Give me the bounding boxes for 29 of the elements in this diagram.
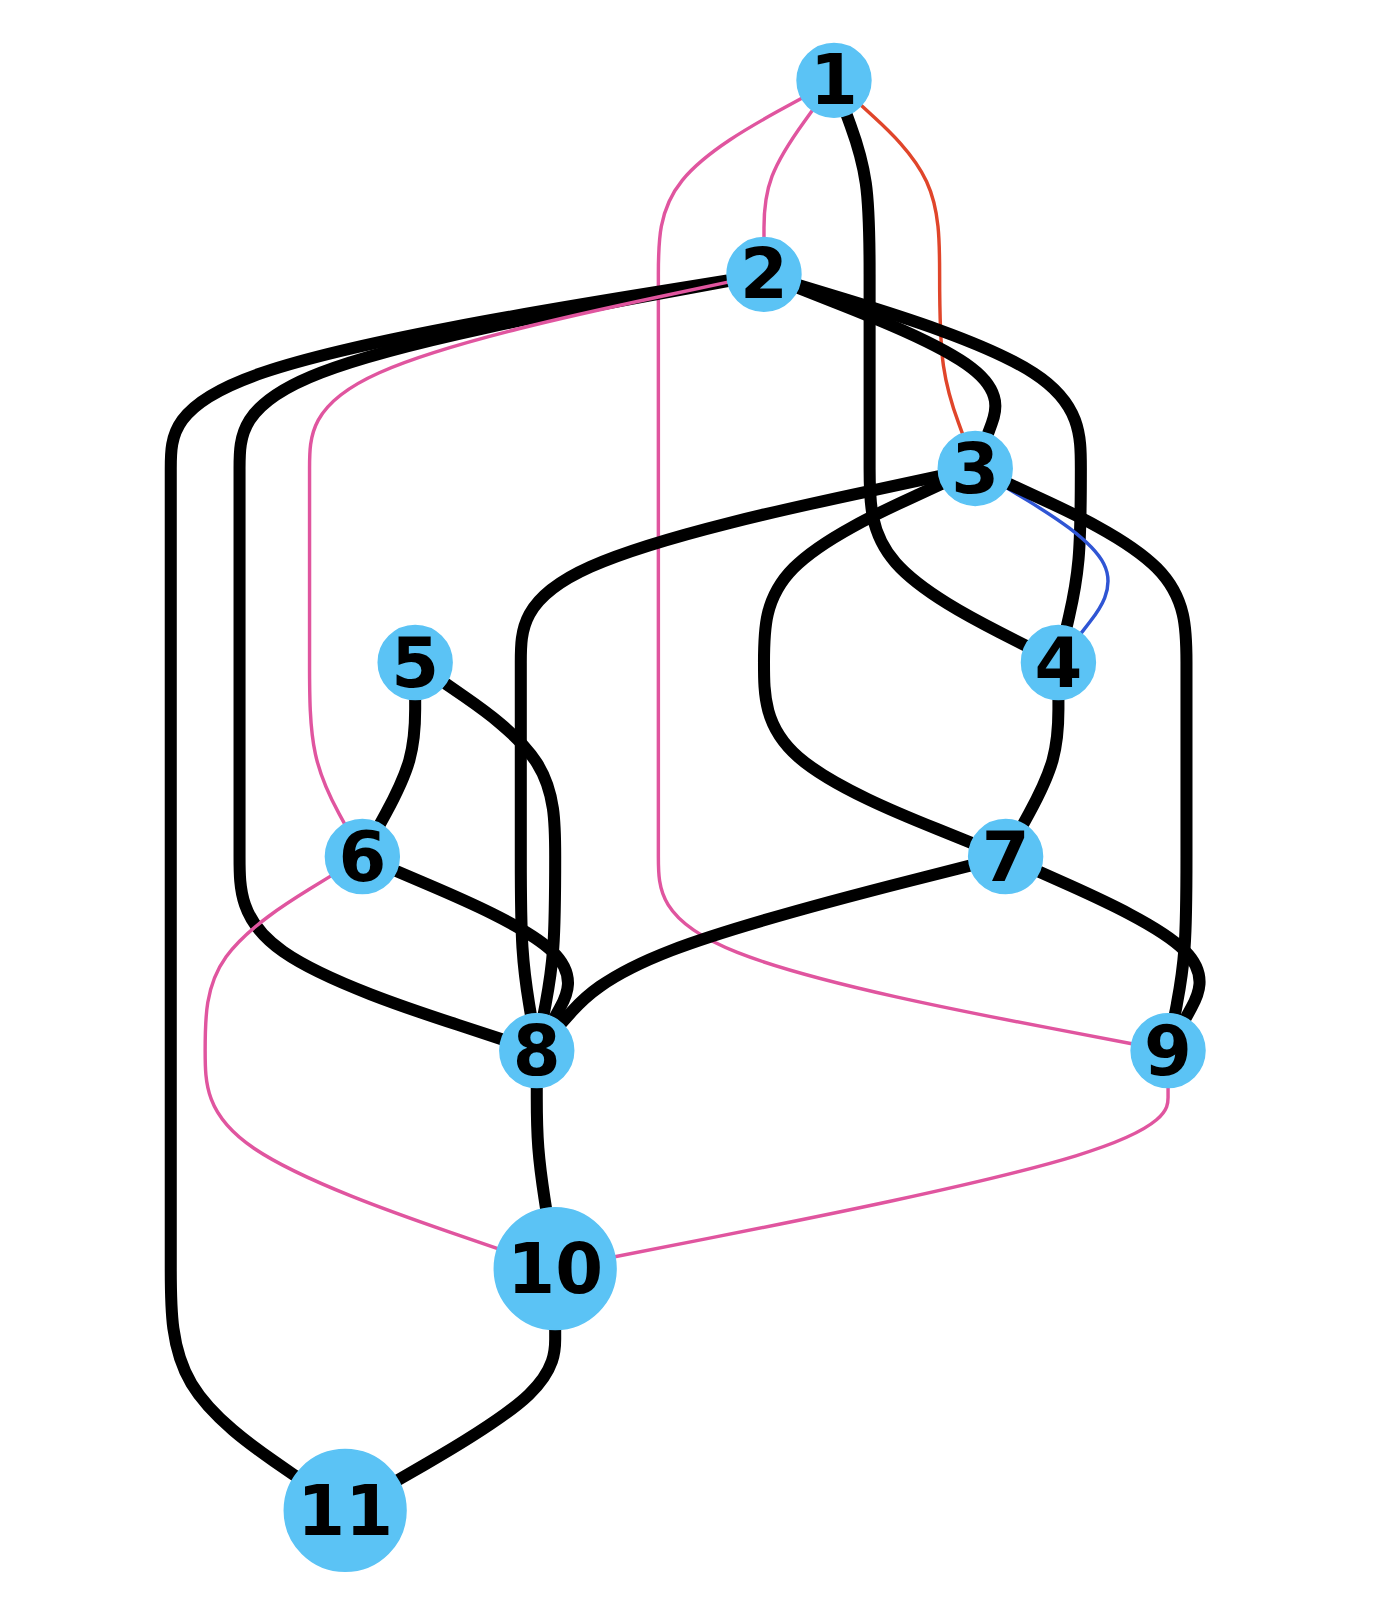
connector (164, 274, 729, 1481)
node-circle: 7 (968, 818, 1044, 895)
node-circle: 11 (283, 1448, 407, 1573)
connector (442, 678, 562, 1016)
connector (395, 1329, 562, 1486)
node-circle: 4 (1020, 624, 1097, 701)
connector (860, 104, 965, 435)
connector (1006, 478, 1193, 1016)
connector (557, 859, 972, 1028)
connector (203, 874, 499, 1251)
connector (1018, 699, 1065, 828)
connector (841, 112, 1029, 651)
node-circle: 1 (796, 42, 872, 119)
connector (762, 109, 814, 238)
node-circle: 8 (499, 1012, 575, 1089)
connector (656, 96, 1133, 1046)
node-circle: 9 (1130, 1012, 1206, 1089)
connector (530, 1087, 553, 1210)
node-circle: 6 (324, 818, 401, 895)
node-circle: 5 (377, 624, 454, 701)
connector (1036, 866, 1206, 1022)
connector (797, 279, 1088, 628)
connector (374, 699, 422, 828)
node-circle: 10 (493, 1206, 617, 1331)
node-circle: 2 (726, 236, 802, 313)
node-circle: 3 (937, 430, 1014, 507)
connector (308, 280, 729, 825)
connector (514, 470, 941, 1016)
connector (614, 1087, 1170, 1259)
